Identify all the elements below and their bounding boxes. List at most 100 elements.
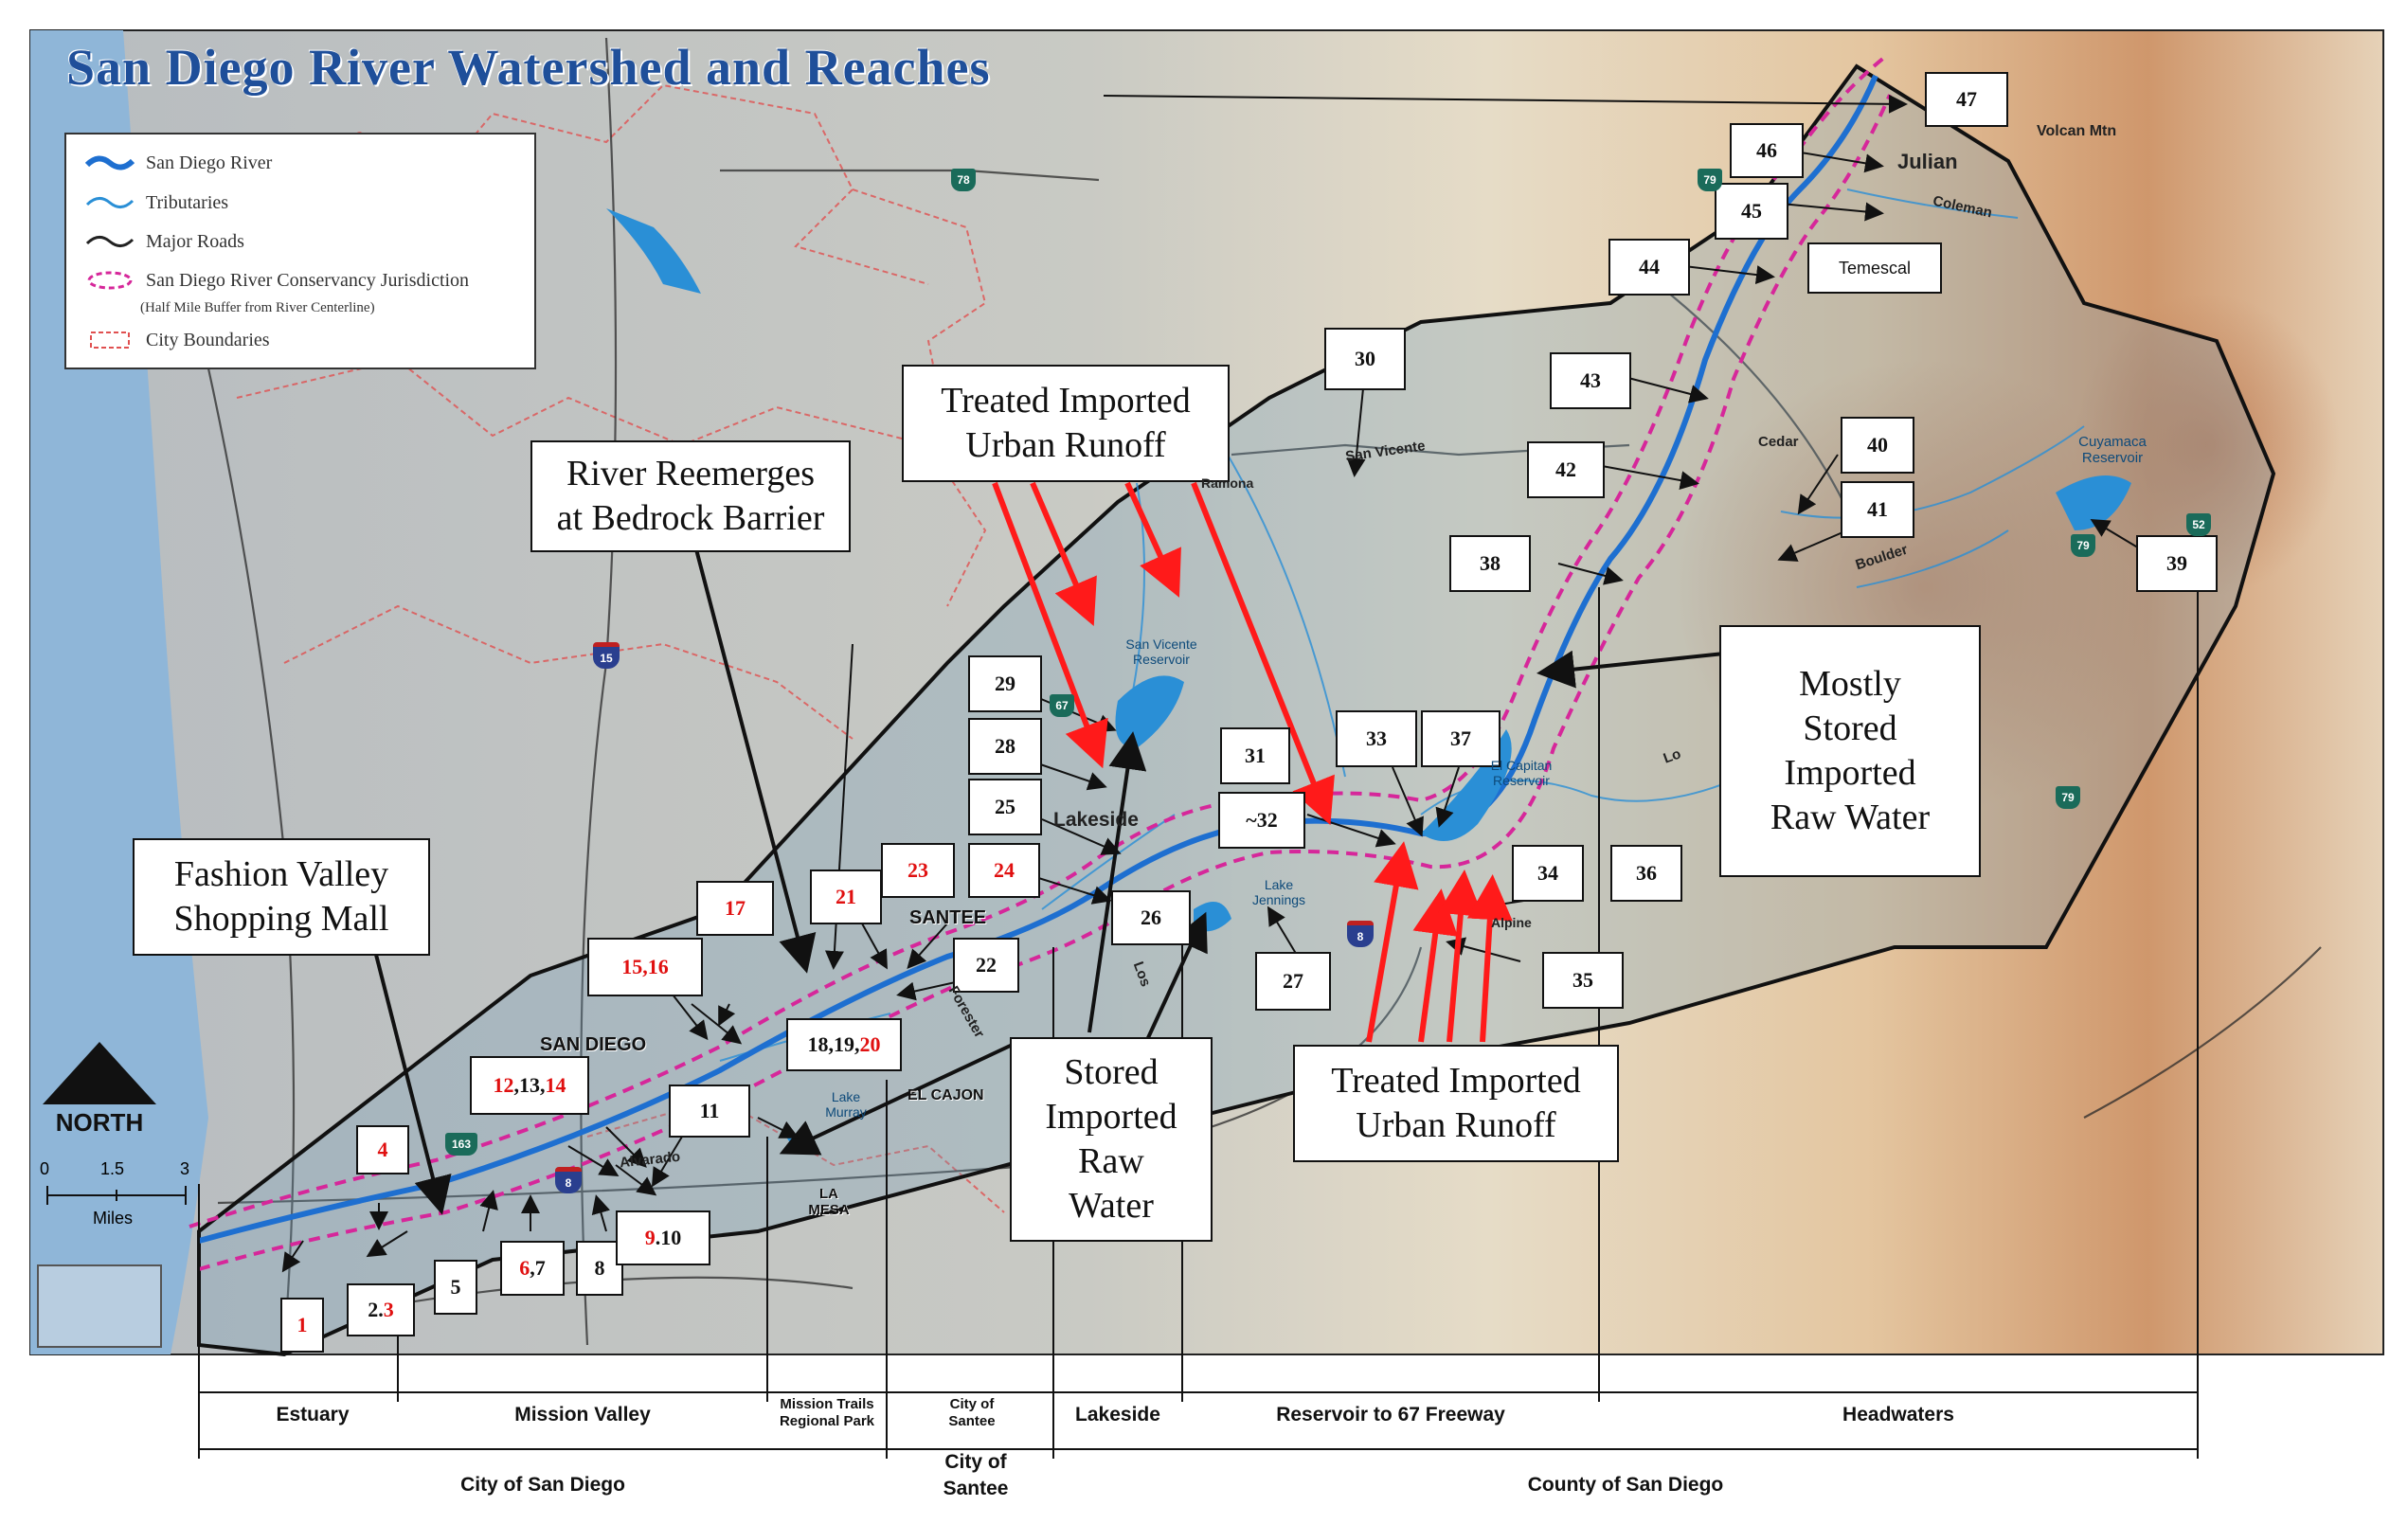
- reach-21: 21: [810, 870, 882, 924]
- reach-22: 22: [953, 938, 1019, 993]
- reach-28: 28: [968, 718, 1042, 775]
- segment-city-santee-small: City of Santee: [948, 1396, 996, 1429]
- callout-treated-runoff-bottom: Treated Imported Urban Runoff: [1293, 1045, 1619, 1162]
- callout-mostly-stored-raw-water: Mostly Stored Imported Raw Water: [1719, 625, 1981, 877]
- segment-reservoir-67: Reservoir to 67 Freeway: [1276, 1404, 1505, 1425]
- legend-roads: Major Roads: [85, 230, 244, 253]
- segment-city-san-diego: City of San Diego: [460, 1474, 625, 1496]
- reach-47: 47: [1925, 72, 2008, 127]
- reach-31: 31: [1220, 727, 1290, 784]
- place-ramona: Ramona: [1201, 475, 1254, 491]
- highway-79-icon: 79: [2071, 534, 2095, 557]
- buffer-ellipse-icon: [87, 271, 133, 290]
- scale-unit: Miles: [93, 1209, 134, 1228]
- reach-33: 33: [1336, 710, 1417, 767]
- north-label: NORTH: [55, 1108, 144, 1137]
- reach-4: 4: [356, 1125, 409, 1174]
- reach-29: 29: [968, 655, 1042, 712]
- reach-2-3: 2.3: [347, 1283, 415, 1336]
- reach-18-20: 18,19,20: [786, 1018, 902, 1071]
- place-lake-murray: Lake Murray: [825, 1089, 867, 1120]
- legend-conservancy: San Diego River Conservancy Jurisdiction: [85, 269, 469, 292]
- reach-12-14: 12,13,14: [470, 1056, 589, 1115]
- reach-17: 17: [696, 881, 774, 936]
- legend-tributaries: Tributaries: [85, 191, 228, 214]
- place-san-diego: SAN DIEGO: [540, 1034, 647, 1055]
- interstate-15-icon: 15: [593, 642, 620, 669]
- reach-34: 34: [1512, 845, 1584, 902]
- callout-stored-raw-water: Stored Imported Raw Water: [1010, 1037, 1213, 1242]
- callout-bedrock-barrier: River Reemerges at Bedrock Barrier: [530, 440, 851, 552]
- reach-5: 5: [434, 1260, 477, 1315]
- river-line-icon: [85, 155, 135, 170]
- interstate-8-icon: 8: [555, 1167, 582, 1193]
- place-el-capitan: El Capitan Reservoir: [1490, 758, 1553, 788]
- place-sv-reservoir: San Vicente Reservoir: [1125, 636, 1197, 667]
- legend: San Diego River Tributaries Major Roads …: [64, 133, 536, 369]
- segment-mission-trails: Mission Trails Regional Park: [779, 1396, 875, 1429]
- place-el-cajon: EL CAJON: [907, 1087, 984, 1103]
- north-arrow-icon: [43, 1042, 156, 1104]
- reach-15-16: 15,16: [587, 938, 703, 996]
- reach-38: 38: [1449, 535, 1531, 592]
- segment-mission-valley: Mission Valley: [514, 1404, 651, 1425]
- scale-tick-2: 3: [180, 1159, 190, 1178]
- reach-27: 27: [1255, 952, 1331, 1011]
- segment-headwaters: Headwaters: [1842, 1404, 1954, 1425]
- city-boundary-icon: [90, 332, 130, 349]
- reach-36: 36: [1610, 845, 1682, 902]
- highway-163-icon: 163: [445, 1133, 477, 1156]
- legend-river: San Diego River: [85, 152, 272, 174]
- highway-s1-icon: 52: [2186, 513, 2211, 536]
- reach-1: 1: [280, 1298, 324, 1353]
- temescal-label: Temescal: [1807, 242, 1942, 294]
- reach-35: 35: [1542, 952, 1624, 1009]
- place-la-mesa: LA MESA: [808, 1186, 850, 1218]
- interstate-8-icon: 8: [1347, 921, 1374, 947]
- reach-46: 46: [1730, 123, 1804, 178]
- place-cedar: Cedar: [1758, 434, 1799, 450]
- place-lake-jennings: Lake Jennings: [1251, 877, 1306, 907]
- place-cuyamaca: Cuyamaca Reservoir: [2078, 434, 2147, 466]
- place-lakeside: Lakeside: [1053, 809, 1139, 831]
- legend-conservancy-note: (Half Mile Buffer from River Centerline): [140, 300, 375, 315]
- tributary-line-icon: [85, 197, 135, 208]
- reach-43: 43: [1550, 352, 1631, 409]
- legend-city: City Boundaries: [85, 329, 270, 351]
- reach-40: 40: [1841, 417, 1914, 474]
- reach-23: 23: [881, 843, 955, 898]
- place-santee: SANTEE: [909, 907, 987, 928]
- reach-42: 42: [1527, 441, 1605, 498]
- place-alpine: Alpine: [1491, 915, 1532, 930]
- segment-lakeside: Lakeside: [1075, 1404, 1160, 1425]
- reach-6-7: 6,7: [500, 1241, 565, 1296]
- reach-37: 37: [1421, 710, 1501, 767]
- highway-79-icon: 79: [1698, 169, 1722, 191]
- reach-11: 11: [669, 1085, 750, 1138]
- reach-25: 25: [968, 779, 1042, 835]
- highway-79-icon: 79: [2056, 786, 2080, 809]
- reach-26: 26: [1111, 890, 1191, 945]
- reach-30: 30: [1324, 328, 1406, 390]
- highway-67-icon: 67: [1050, 694, 1074, 717]
- callout-fashion-valley: Fashion Valley Shopping Mall: [133, 838, 430, 956]
- reach-44: 44: [1608, 239, 1690, 296]
- reach-32: ~32: [1218, 792, 1305, 849]
- reach-8: 8: [576, 1241, 623, 1296]
- segment-estuary: Estuary: [276, 1404, 350, 1425]
- scale-tick-1: 1.5: [100, 1159, 125, 1178]
- place-julian: Julian: [1897, 150, 1958, 173]
- callout-treated-runoff-top: Treated Imported Urban Runoff: [902, 365, 1230, 482]
- reach-9-10: 9.10: [616, 1210, 710, 1265]
- place-volcan-mtn: Volcan Mtn: [2037, 123, 2117, 139]
- scale-tick-0: 0: [40, 1159, 50, 1178]
- road-line-icon: [85, 236, 135, 247]
- highway-78-icon: 78: [951, 169, 976, 191]
- map-title: San Diego River Watershed and Reaches: [66, 39, 991, 96]
- segment-county-san-diego: County of San Diego: [1527, 1474, 1724, 1496]
- reach-45: 45: [1715, 183, 1788, 240]
- segment-city-santee: City of Santee: [943, 1451, 1009, 1499]
- reach-39: 39: [2136, 535, 2218, 592]
- reach-24: 24: [968, 843, 1040, 898]
- reach-41: 41: [1841, 481, 1914, 538]
